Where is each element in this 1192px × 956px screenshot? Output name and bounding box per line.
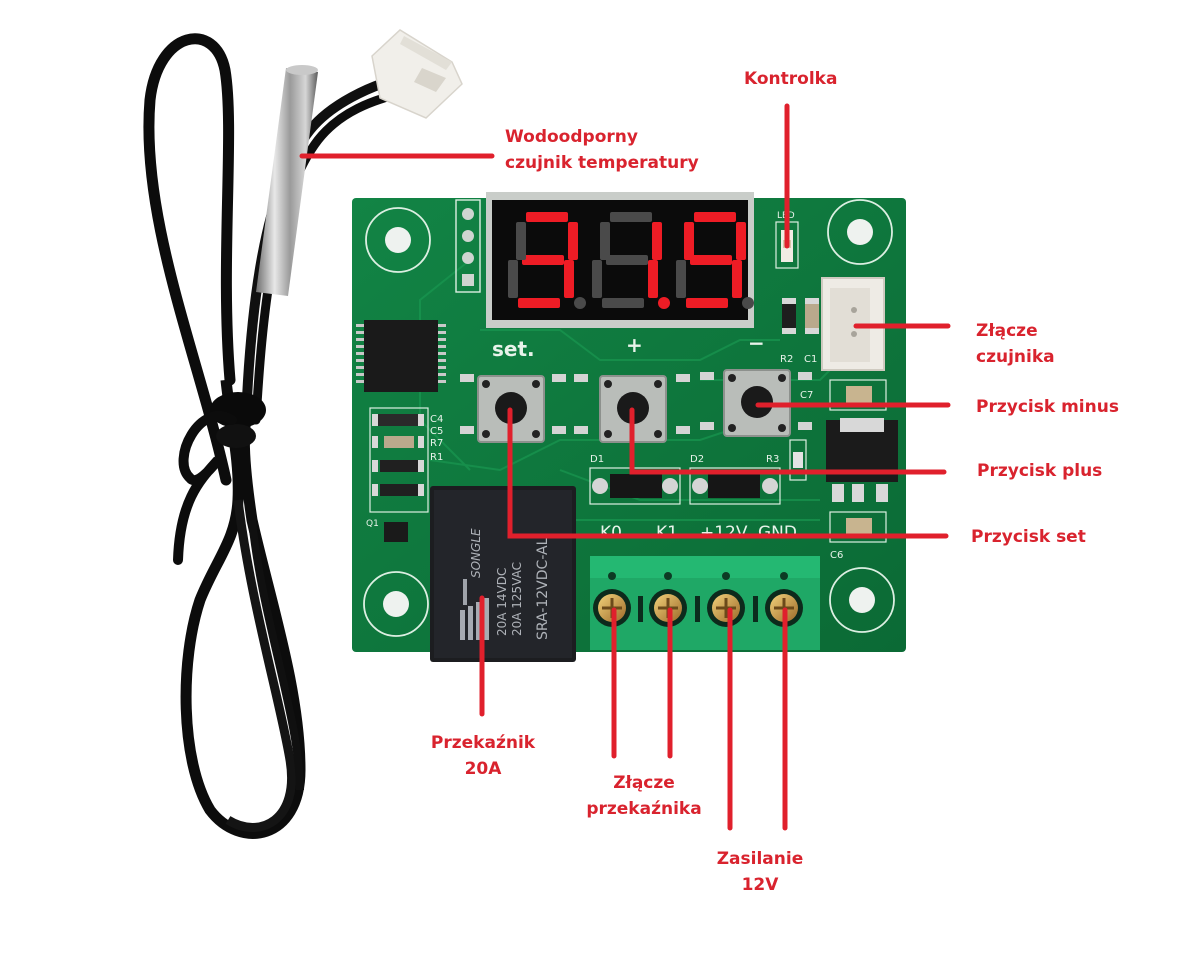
digit-3-segment-b <box>736 222 746 260</box>
digit-3-segment-g <box>690 255 732 265</box>
digit-3-decimal-point <box>742 297 754 309</box>
digit-2-segment-b <box>652 222 662 260</box>
label-power-line2: 12V <box>741 875 779 895</box>
digit-1-segment-c <box>564 260 574 298</box>
label-relay: Przekaźnik 20A <box>428 730 538 782</box>
silk-gnd: GND <box>758 523 797 543</box>
terminal-12v[interactable] <box>707 589 745 627</box>
pointer-set <box>507 407 949 539</box>
digit-1-segment-g <box>522 255 564 265</box>
mounting-hole-bottom-right <box>829 567 895 633</box>
silk-d1: D1 <box>590 454 604 465</box>
mounting-hole-bottom-left <box>363 571 429 637</box>
sensor-cable <box>143 33 236 486</box>
digit-3-segment-c <box>732 260 742 298</box>
label-relay-line2: 20A <box>464 759 502 779</box>
silk-r7: R7 <box>430 438 443 449</box>
label-power: Zasilanie 12V <box>710 846 810 898</box>
relay <box>430 486 576 662</box>
label-relay-connector-line2: przekaźnika <box>586 799 702 819</box>
label-waterproof-sensor-line1: Wodoodporny <box>505 127 638 147</box>
silk-d2: D2 <box>690 454 704 465</box>
silk-plus: + <box>626 333 643 357</box>
digit-1-segment-e <box>508 260 518 298</box>
label-indicator: Kontrolka <box>744 69 838 89</box>
display-digits <box>508 212 754 309</box>
digit-2-segment-d <box>602 298 644 308</box>
stainless-probe <box>256 65 318 296</box>
silk-r2: R2 <box>780 354 793 365</box>
digit-2-segment-c <box>648 260 658 298</box>
diode-d2 <box>689 467 781 505</box>
header-pins <box>455 199 481 293</box>
terminal-k1[interactable] <box>649 589 687 627</box>
silk-c4: C4 <box>430 414 443 425</box>
mounting-hole-top-left <box>365 207 431 273</box>
relay-rating-1: 20A 14VDC <box>495 568 509 636</box>
digit-3-segment-a <box>694 212 736 222</box>
relay-brand: SONGLE <box>469 528 483 578</box>
digit-1-segment-d <box>518 298 560 308</box>
digit-1-segment-a <box>526 212 568 222</box>
digit-1-segment-b <box>568 222 578 260</box>
label-minus-button: Przycisk minus <box>976 397 1119 417</box>
smd-components-left <box>369 407 429 542</box>
label-plus-button: Przycisk plus <box>977 461 1103 481</box>
silk-k1: K1 <box>656 523 678 543</box>
label-waterproof-sensor: Wodoodporny czujnik temperatury <box>505 124 699 176</box>
mounting-hole-top-right <box>827 199 893 265</box>
silk-minus: − <box>748 331 765 355</box>
digit-2-segment-e <box>592 260 602 298</box>
silk-c6: C6 <box>830 550 843 561</box>
relay-rating-2: 20A 125VAC <box>510 562 524 636</box>
silk-c5: C5 <box>430 426 443 437</box>
diode-d1 <box>589 467 681 505</box>
silk-c7: C7 <box>800 390 813 401</box>
digit-3-segment-e <box>676 260 686 298</box>
terminal-k0[interactable] <box>593 589 631 627</box>
relay-model: SRA-12VDC-AL <box>535 537 551 640</box>
label-sensor-connector-line2: czujnika <box>976 347 1055 367</box>
seven-segment-display <box>486 192 754 328</box>
silk-q1: Q1 <box>366 519 379 529</box>
jst-connector-plug <box>371 29 463 119</box>
silk-c1: C1 <box>804 354 817 365</box>
annotation-lines <box>299 103 951 831</box>
silk-k0: K0 <box>600 523 622 543</box>
digit-1-decimal-point <box>574 297 586 309</box>
digit-2-decimal-point <box>658 297 670 309</box>
microcontroller-chip <box>356 320 446 392</box>
silk-r1: R1 <box>430 452 443 463</box>
label-relay-connector: Złącze przekaźnika <box>584 770 704 822</box>
pcb-board: set. + − LED R2 C1 C7 C4 C5 R7 R1 Q1 D1 … <box>352 192 906 662</box>
label-waterproof-sensor-line2: czujnik temperatury <box>505 153 699 173</box>
label-sensor-connector-line1: Złącze <box>976 321 1038 341</box>
cable-knot <box>210 392 266 428</box>
digit-2-segment-a <box>610 212 652 222</box>
label-relay-connector-line1: Złącze <box>613 773 675 793</box>
digit-3-segment-d <box>686 298 728 308</box>
temperature-sensor-probe <box>143 29 463 839</box>
digit-2-segment-g <box>606 255 648 265</box>
label-power-line1: Zasilanie <box>716 849 804 869</box>
silk-set: set. <box>492 337 535 361</box>
label-sensor-connector: Złącze czujnika <box>976 318 1055 370</box>
label-set-button: Przycisk set <box>971 527 1086 547</box>
label-relay-line1: Przekaźnik <box>430 733 536 753</box>
digit-1-segment-f <box>516 222 526 260</box>
digit-3-segment-f <box>684 222 694 260</box>
pointer-plus <box>629 407 947 475</box>
silk-12v: +12V <box>700 523 748 543</box>
silk-r3: R3 <box>766 454 779 465</box>
digit-2-segment-f <box>600 222 610 260</box>
